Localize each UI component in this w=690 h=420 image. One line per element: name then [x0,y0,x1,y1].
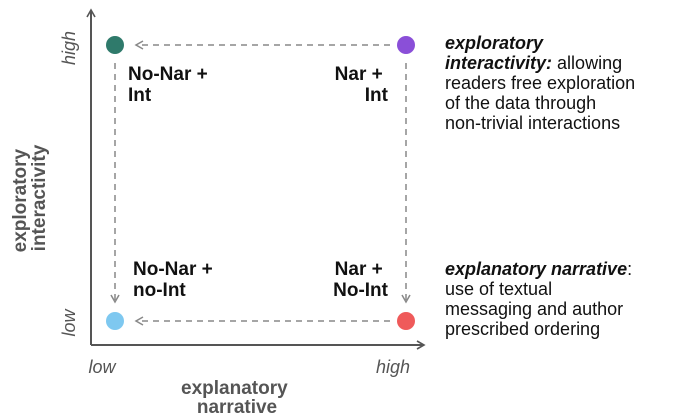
label-top-left-line1: No-Nar + [128,64,208,85]
desc-narrative-term: explanatory narrative [445,259,627,279]
label-top-left-line2: Int [128,85,152,106]
desc-interactivity: exploratory interactivity: allowing read… [445,33,640,133]
y-axis-title-line2: interactivity [29,144,50,251]
x-tick-high: high [376,357,410,377]
x-axis-title: explanatory narrative [181,378,293,418]
desc-interactivity-line3: readers free exploration [445,73,635,93]
label-top-right: Nar + Int [335,64,389,106]
desc-interactivity-line5: non-trivial interactions [445,113,620,133]
desc-narrative-colon: : [627,259,632,279]
y-axis-title: exploratory interactivity [10,144,50,253]
desc-interactivity-term-line1: exploratory [445,33,544,53]
dot-bottom-left [106,312,124,330]
desc-narrative-line3: messaging and author [445,299,623,319]
desc-interactivity-line4: of the data through [445,93,596,113]
label-bottom-right-line2: No-Int [333,280,389,301]
label-top-left: No-Nar + Int [128,64,213,106]
label-top-right-line2: Int [365,85,389,106]
desc-narrative-line2: use of textual [445,279,552,299]
desc-narrative: explanatory narrative: use of textual me… [445,259,637,339]
label-bottom-right: Nar + No-Int [333,259,389,301]
label-top-right-line1: Nar + [335,64,383,85]
x-tick-low: low [88,357,116,377]
label-bottom-left: No-Nar + no-Int [133,259,218,301]
y-tick-low: low [59,308,79,336]
dot-bottom-right [397,312,415,330]
y-axis-title-line1: exploratory [10,148,31,252]
x-axis-title-line1: explanatory [181,378,288,399]
label-bottom-right-line1: Nar + [335,259,383,280]
label-bottom-left-line2: no-Int [133,280,186,301]
desc-narrative-line4: prescribed ordering [445,319,600,339]
y-tick-high: high [59,31,79,65]
dot-top-right [397,36,415,54]
x-axis-title-line2: narrative [197,397,277,418]
desc-interactivity-term-line2: interactivity: [445,53,552,73]
label-bottom-left-line1: No-Nar + [133,259,213,280]
desc-interactivity-line2-rest: allowing [552,53,622,73]
dot-top-left [106,36,124,54]
